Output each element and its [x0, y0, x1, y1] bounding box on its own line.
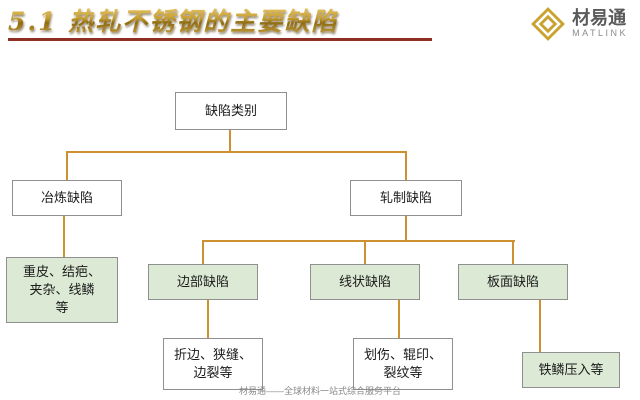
node-defect-category: 缺陷类别 — [175, 92, 287, 130]
page-title: 5.1 热轧不锈钢的主要缺陷 — [8, 2, 338, 38]
connector-level1-h — [66, 151, 407, 153]
connector-smelting-child — [63, 216, 65, 257]
connector-smelting-down — [66, 151, 68, 180]
logo: 材易通 MATLINK — [530, 6, 628, 42]
node-edge-defects: 边部缺陷 — [148, 264, 258, 300]
node-surface-defects: 板面缺陷 — [458, 264, 568, 300]
logo-name: 材易通 — [572, 8, 627, 29]
connector-rolling-stem — [405, 216, 407, 242]
connector-rolling-down — [405, 151, 407, 180]
connector-surface-down — [512, 240, 514, 264]
logo-subtitle: MATLINK — [572, 27, 628, 38]
connector-root-down — [229, 130, 231, 153]
logo-text: 材易通 MATLINK — [572, 8, 628, 39]
matlink-diamond-icon — [530, 6, 566, 42]
node-linear-defects: 线状缺陷 — [310, 264, 420, 300]
connector-linear-child — [398, 300, 400, 338]
footer-watermark: 材易通 — [0, 395, 640, 400]
node-linear-detail: 划伤、辊印、 裂纹等 — [353, 338, 453, 390]
connector-level2-h — [202, 240, 515, 242]
node-smelting-detail: 重皮、结疤、 夹杂、线鳞 等 — [6, 257, 118, 323]
connector-linear-down — [364, 240, 366, 264]
connector-surface-child — [539, 300, 541, 352]
node-scale-detail: 铁鳞压入等 — [522, 352, 620, 388]
node-rolling-defects: 轧制缺陷 — [350, 180, 462, 216]
node-edge-detail: 折边、狭缝、 边裂等 — [163, 338, 263, 390]
node-smelting-defects: 冶炼缺陷 — [12, 180, 122, 216]
title-underline — [8, 38, 432, 41]
connector-edge-child — [207, 300, 209, 338]
connector-edge-down — [202, 240, 204, 264]
footer-tagline: 材易通——全球材料一站式综合服务平台 — [238, 386, 401, 396]
